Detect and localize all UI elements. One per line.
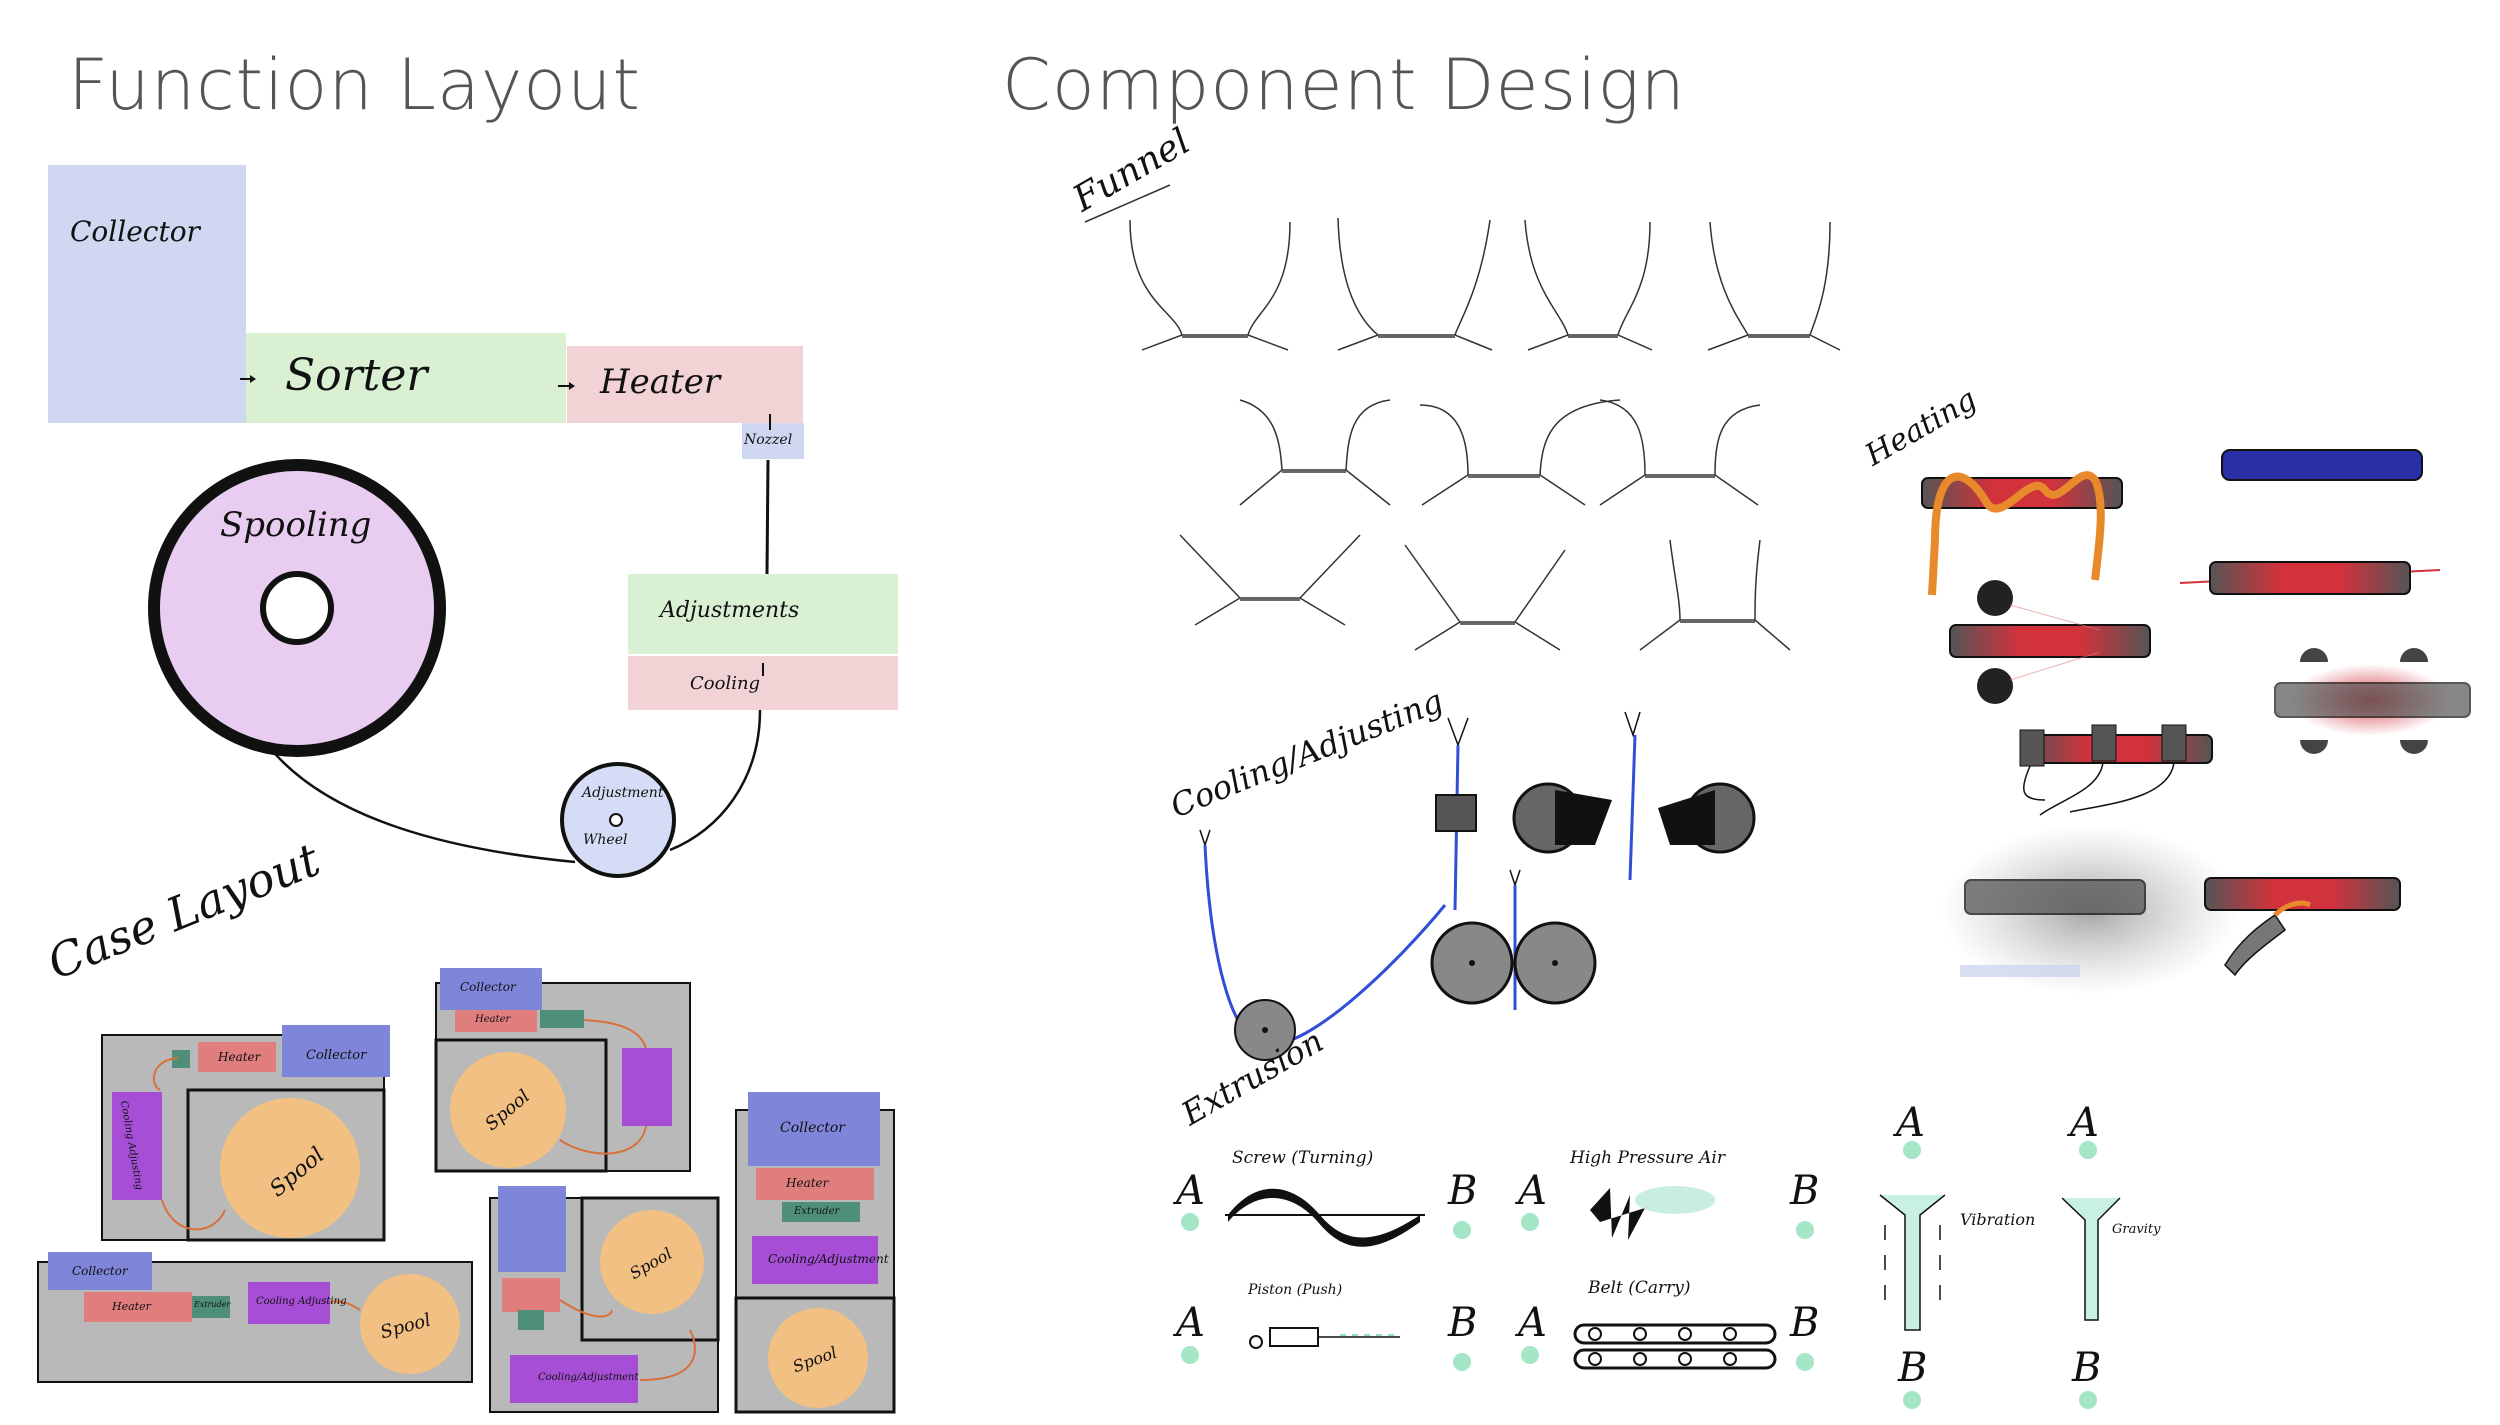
case-c xyxy=(37,1252,473,1383)
case-a-heater-label: Heater xyxy=(218,1050,261,1064)
component-design-title: Component Design xyxy=(1002,44,1686,126)
screw-label: Screw (Turning) xyxy=(1232,1148,1374,1168)
air-point-a: A xyxy=(1518,1168,1547,1214)
vibration-point-a: A xyxy=(1896,1100,1925,1146)
air-blower xyxy=(1590,1188,1645,1240)
hot-air-rod xyxy=(1964,879,2146,915)
resistive-rod xyxy=(2209,561,2411,595)
function-layout-title: Function Layout xyxy=(68,44,641,126)
belt-label: Belt (Carry) xyxy=(1588,1278,1691,1298)
adjustments-label: Adjustments xyxy=(660,598,800,623)
vibration-funnel xyxy=(1879,1194,1946,1331)
heater-label: Heater xyxy=(600,362,721,402)
adjustment-wheel-label-2: Wheel xyxy=(583,832,628,848)
vibration-point-b: B xyxy=(1898,1345,1928,1391)
screw-auger xyxy=(1228,1188,1420,1247)
belt-top xyxy=(1573,1323,1777,1345)
adjustment-wheel-label-1: Adjustment xyxy=(582,785,664,801)
air-point-b: B xyxy=(1790,1168,1820,1214)
screw-point-b: B xyxy=(1448,1168,1478,1214)
belt-point-b: B xyxy=(1790,1300,1820,1346)
belt-point-a: A xyxy=(1518,1300,1547,1346)
belt-bottom xyxy=(1573,1348,1777,1370)
sorter-label: Sorter xyxy=(285,350,428,401)
case-e-collector-label: Collector xyxy=(780,1120,845,1136)
spooling-label: Spooling xyxy=(220,505,372,545)
case-b-heater-label: Heater xyxy=(475,1014,511,1025)
adjustments-box xyxy=(628,574,898,654)
case-a-collector-label: Collector xyxy=(306,1048,367,1063)
case-d xyxy=(489,1186,720,1413)
case-c-collector-label: Collector xyxy=(72,1264,128,1278)
case-e-heater-label: Heater xyxy=(786,1176,829,1190)
gravity-point-a: A xyxy=(2070,1100,2099,1146)
nozzle-box xyxy=(742,423,804,459)
case-b-collector-label: Collector xyxy=(460,980,516,994)
gravity-label: Gravity xyxy=(2112,1222,2161,1237)
piston-cylinder xyxy=(1269,1327,1319,1347)
piston-point-a: A xyxy=(1176,1300,1205,1346)
blue-rod xyxy=(2221,449,2423,481)
cooling-block xyxy=(1435,794,1477,832)
cooling-label: Cooling xyxy=(690,673,761,694)
case-c-extruder-label: Extruder xyxy=(194,1300,231,1309)
case-b xyxy=(434,968,691,1173)
gravity-funnel xyxy=(2061,1197,2121,1321)
flame-heated-rod xyxy=(2204,877,2401,911)
collector-box xyxy=(48,165,246,423)
case-d-cooling-label: Cooling/Adjustment xyxy=(538,1372,639,1383)
induction-rod xyxy=(2274,682,2471,718)
high-pressure-air-label: High Pressure Air xyxy=(1570,1148,1725,1168)
laser-heated-rod xyxy=(1949,624,2151,658)
vibration-label: Vibration xyxy=(1960,1210,2036,1229)
case-c-heater-label: Heater xyxy=(112,1300,151,1313)
sorter-box xyxy=(246,333,566,423)
case-a xyxy=(101,1025,390,1242)
case-e-cooling-label: Cooling/Adjustment xyxy=(768,1252,889,1266)
nozzle-label: Nozzel xyxy=(744,432,793,448)
collector-label: Collector xyxy=(70,215,200,248)
piston-point-b: B xyxy=(1448,1300,1478,1346)
case-e xyxy=(734,1092,896,1414)
spooling-hole xyxy=(260,571,334,645)
gravity-point-b: B xyxy=(2072,1345,2102,1391)
case-e-extruder-label: Extruder xyxy=(794,1206,840,1217)
piston-label: Piston (Push) xyxy=(1248,1282,1343,1298)
heater-box xyxy=(567,346,803,423)
case-c-cooling-label: Cooling Adjusting xyxy=(256,1296,347,1307)
screw-point-a: A xyxy=(1176,1168,1205,1214)
